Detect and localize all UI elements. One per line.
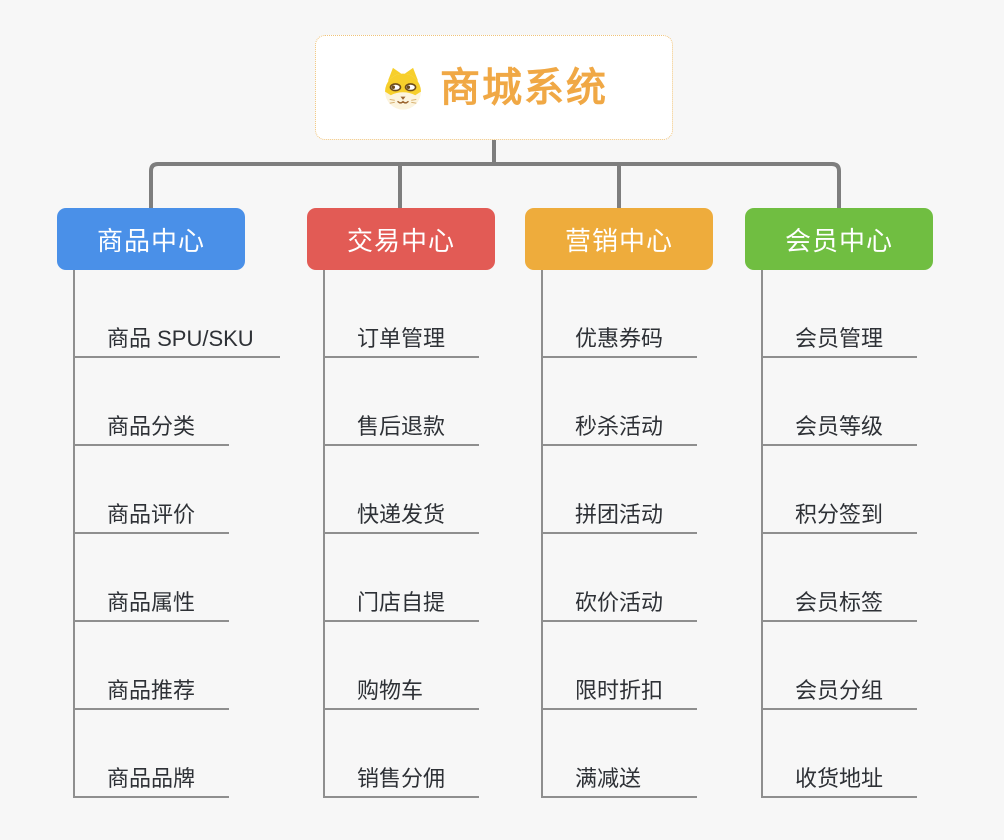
mindmap-node[interactable]: 满减送 bbox=[543, 710, 697, 798]
root-title: 商城系统 bbox=[440, 65, 608, 110]
mindmap-node[interactable]: 会员分组 bbox=[763, 622, 917, 710]
branch-product-center: 商品中心 商品 SPU/SKU 商品分类 商品评价 商品属性 商品推荐 商品品牌 bbox=[57, 208, 280, 798]
branch-member-center: 会员中心 会员管理 会员等级 积分签到 会员标签 会员分组 收货地址 bbox=[745, 208, 933, 798]
mindmap-node[interactable]: 收货地址 bbox=[763, 710, 917, 798]
mindmap-node[interactable]: 售后退款 bbox=[325, 358, 479, 446]
branch-items-marketing-center: 优惠券码 秒杀活动 拼团活动 砍价活动 限时折扣 满减送 bbox=[541, 270, 713, 798]
mindmap-node[interactable]: 商品评价 bbox=[75, 446, 229, 534]
branch-items-product-center: 商品 SPU/SKU 商品分类 商品评价 商品属性 商品推荐 商品品牌 bbox=[73, 270, 280, 798]
mindmap-node[interactable]: 商品品牌 bbox=[75, 710, 229, 798]
root-node[interactable]: 商城系统 bbox=[315, 35, 673, 140]
bus-line bbox=[149, 162, 841, 210]
mindmap-node[interactable]: 砍价活动 bbox=[543, 534, 697, 622]
branch-items-trade-center: 订单管理 售后退款 快递发货 门店自提 购物车 销售分佣 bbox=[323, 270, 495, 798]
mindmap-node[interactable]: 商品分类 bbox=[75, 358, 229, 446]
mindmap-node[interactable]: 购物车 bbox=[325, 622, 479, 710]
branch-items-member-center: 会员管理 会员等级 积分签到 会员标签 会员分组 收货地址 bbox=[761, 270, 933, 798]
branch-header-product-center[interactable]: 商品中心 bbox=[57, 208, 245, 270]
mindmap-node[interactable]: 商品属性 bbox=[75, 534, 229, 622]
mindmap-node[interactable]: 优惠券码 bbox=[543, 270, 697, 358]
mindmap-node[interactable]: 限时折扣 bbox=[543, 622, 697, 710]
branch-marketing-center: 营销中心 优惠券码 秒杀活动 拼团活动 砍价活动 限时折扣 满减送 bbox=[525, 208, 713, 798]
mindmap-node[interactable]: 销售分佣 bbox=[325, 710, 479, 798]
mindmap-node[interactable]: 快递发货 bbox=[325, 446, 479, 534]
mindmap-node[interactable]: 商品 SPU/SKU bbox=[75, 270, 280, 358]
mindmap-node[interactable]: 订单管理 bbox=[325, 270, 479, 358]
branch-header-member-center[interactable]: 会员中心 bbox=[745, 208, 933, 270]
mindmap-node[interactable]: 会员管理 bbox=[763, 270, 917, 358]
branch-header-marketing-center[interactable]: 营销中心 bbox=[525, 208, 713, 270]
mindmap-node[interactable]: 秒杀活动 bbox=[543, 358, 697, 446]
mindmap-node[interactable]: 会员等级 bbox=[763, 358, 917, 446]
mindmap-node[interactable]: 积分签到 bbox=[763, 446, 917, 534]
mindmap-node[interactable]: 拼团活动 bbox=[543, 446, 697, 534]
mindmap-node[interactable]: 门店自提 bbox=[325, 534, 479, 622]
mindmap-node[interactable]: 商品推荐 bbox=[75, 622, 229, 710]
branch-trade-center: 交易中心 订单管理 售后退款 快递发货 门店自提 购物车 销售分佣 bbox=[307, 208, 495, 798]
shiba-dog-icon bbox=[380, 65, 426, 111]
branch-header-trade-center[interactable]: 交易中心 bbox=[307, 208, 495, 270]
mindmap-node[interactable]: 会员标签 bbox=[763, 534, 917, 622]
